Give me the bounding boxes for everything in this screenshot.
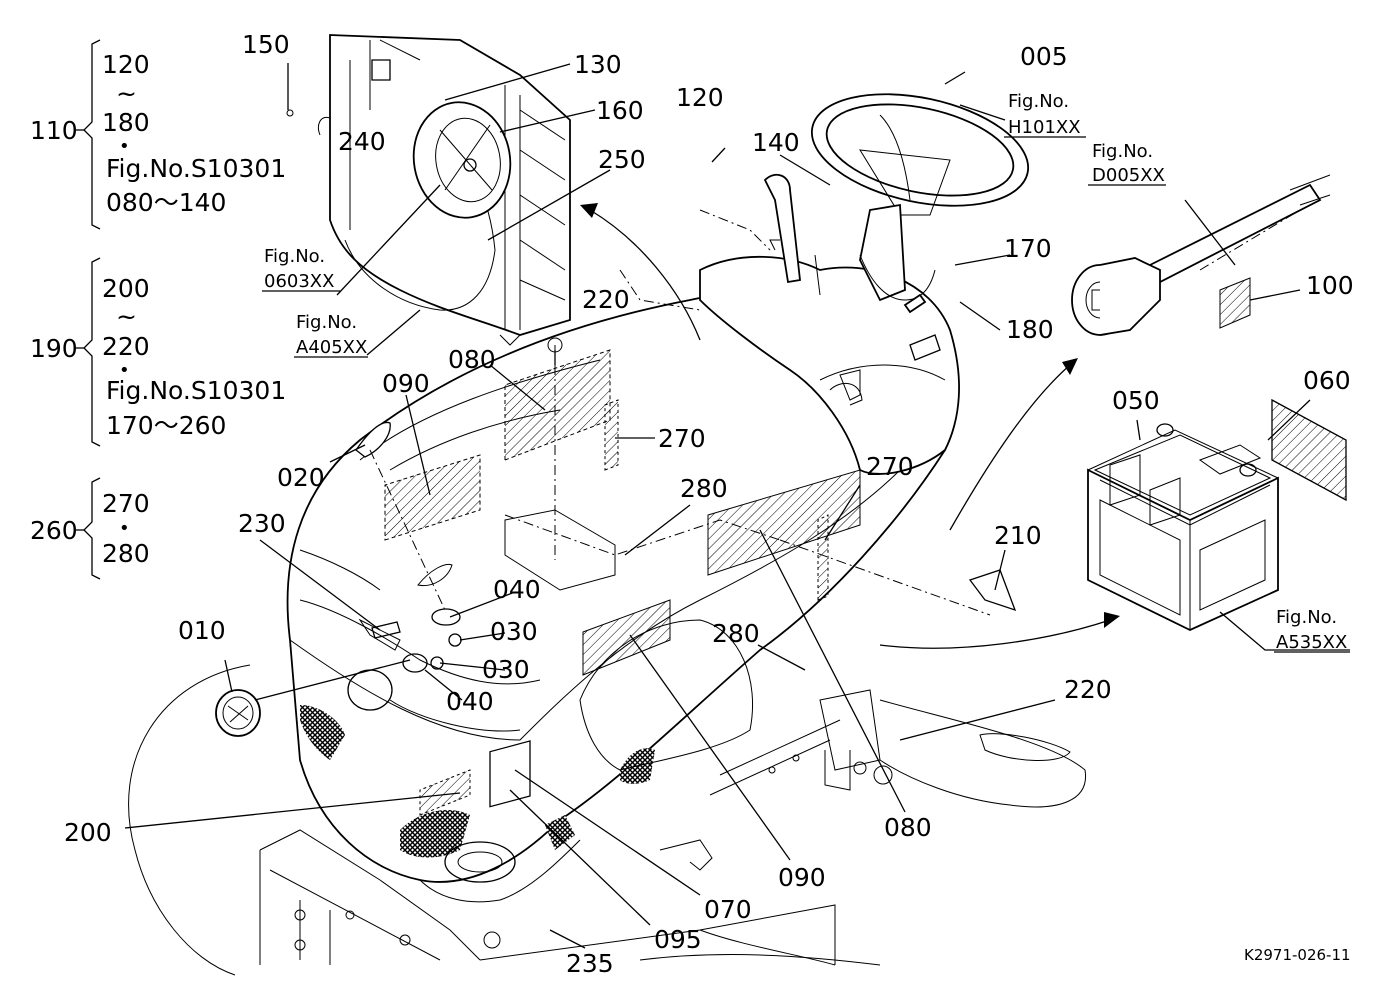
group-110-bottom: 180 <box>102 108 150 137</box>
figref-0603-code: 0603XX <box>264 271 334 292</box>
figref-underlines <box>262 136 1350 653</box>
group-260-label: 260 <box>30 516 78 545</box>
group-brackets <box>76 39 101 580</box>
group-110-tilde: ~ <box>116 79 137 108</box>
group-110-dot: • <box>119 136 130 157</box>
part-label: 270 <box>866 452 914 481</box>
group-190-range: 170～260 <box>106 411 226 440</box>
figref-0603-title: Fig.No. <box>264 246 325 267</box>
hood-drawing <box>215 291 958 903</box>
part-label: 100 <box>1306 271 1354 300</box>
figref-h101-title: Fig.No. <box>1008 91 1069 112</box>
part-label: 090 <box>778 863 826 892</box>
leader-lines <box>124 63 1350 949</box>
shaft-drawing <box>1071 174 1331 336</box>
part-label: 080 <box>448 345 496 374</box>
part-label: 120 <box>676 83 724 112</box>
part-label: 130 <box>574 50 622 79</box>
part-label: 030 <box>490 617 538 646</box>
drawing-code: K2971-026-11 <box>1244 946 1351 964</box>
part-label: 040 <box>446 687 494 716</box>
group-190-tilde: ~ <box>116 302 137 331</box>
figref-h101-code: H101XX <box>1008 117 1081 138</box>
part-label: 240 <box>338 127 386 156</box>
group-260-top: 270 <box>102 489 150 518</box>
part-label: 005 <box>1020 42 1068 71</box>
figref-a535-code: A535XX <box>1276 632 1347 653</box>
group-190-bottom: 220 <box>102 332 150 361</box>
part-label: 220 <box>1064 675 1112 704</box>
group-260: 260 270 • 280 <box>30 489 150 568</box>
dash-drawing <box>699 93 1030 475</box>
part-label: 040 <box>493 575 541 604</box>
group-110: 110 120 ~ 180 • Fig.No.S10301 080～140 <box>30 50 286 217</box>
group-190-label: 190 <box>30 334 78 363</box>
group-190-figref: Fig.No.S10301 <box>106 376 286 405</box>
part-label: 020 <box>277 463 325 492</box>
part-label: 200 <box>64 818 112 847</box>
figref-d005-title: Fig.No. <box>1092 141 1153 162</box>
part-label: 270 <box>658 424 706 453</box>
figref-d005-code: D005XX <box>1092 165 1165 186</box>
part-label: 010 <box>178 616 226 645</box>
group-190: 190 200 ~ 220 • Fig.No.S10301 170～260 <box>30 274 286 440</box>
group-190-top: 200 <box>102 274 150 303</box>
group-110-range: 080～140 <box>106 188 226 217</box>
part-label: 140 <box>752 128 800 157</box>
chassis-drawing <box>128 664 1087 976</box>
part-label: 080 <box>884 813 932 842</box>
part-labels: 005 010 020 030 030 040 040 050 060 070 … <box>64 30 1354 978</box>
group-110-label: 110 <box>30 116 78 145</box>
part-label: 170 <box>1004 234 1052 263</box>
part-label: 160 <box>596 96 644 125</box>
assembly-arrows <box>580 203 1120 649</box>
figref-a535-title: Fig.No. <box>1276 607 1337 628</box>
part-label: 250 <box>598 145 646 174</box>
figure-refs: Fig.No. 0603XX Fig.No. A405XX Fig.No. H1… <box>264 91 1347 653</box>
part-label: 095 <box>654 925 702 954</box>
part-label: 220 <box>582 285 630 314</box>
figref-a405-title: Fig.No. <box>296 312 357 333</box>
fan-shroud-drawing <box>286 34 571 346</box>
part-label: 180 <box>1006 315 1054 344</box>
part-label: 070 <box>704 895 752 924</box>
part-label: 030 <box>482 655 530 684</box>
part-label: 150 <box>242 30 290 59</box>
part-label: 090 <box>382 369 430 398</box>
group-110-figref: Fig.No.S10301 <box>106 154 286 183</box>
part-label: 230 <box>238 509 286 538</box>
part-label: 280 <box>712 619 760 648</box>
battery-drawing <box>1087 398 1347 631</box>
group-260-bottom: 280 <box>102 539 150 568</box>
part-label: 050 <box>1112 386 1160 415</box>
part-label: 235 <box>566 949 614 978</box>
figref-a405-code: A405XX <box>296 337 367 358</box>
part-label: 210 <box>994 521 1042 550</box>
group-110-top: 120 <box>102 50 150 79</box>
group-190-dot: • <box>119 360 130 381</box>
part-label: 280 <box>680 474 728 503</box>
part-label: 060 <box>1303 366 1351 395</box>
group-260-dot: • <box>119 518 130 539</box>
